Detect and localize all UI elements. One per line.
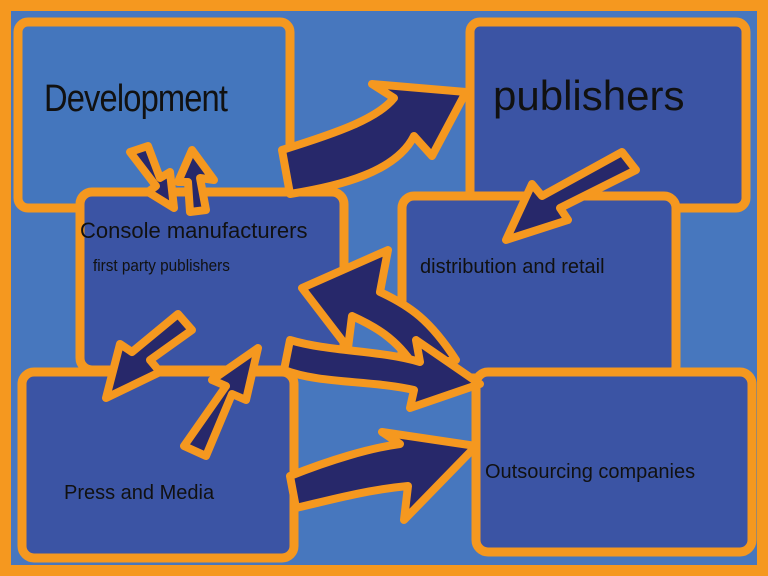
arrow-console-to-development	[174, 146, 218, 216]
node-press-label: Press and Media	[64, 482, 215, 504]
arrow-console-to-distribution	[280, 336, 484, 412]
node-console-sublabel: first party publishers	[93, 256, 230, 275]
arrow-development-to-publishers	[278, 80, 470, 198]
node-outsourcing-label: Outsourcing companies	[485, 461, 696, 483]
arrow-console-to-press	[102, 310, 196, 402]
arrow-publishers-to-distribution	[502, 148, 640, 244]
box-outsourcing	[471, 367, 757, 557]
arrow-development-to-console	[126, 142, 178, 212]
box-press	[17, 367, 299, 563]
arrow-press-to-console	[180, 344, 262, 460]
node-development-label: Development	[44, 78, 228, 120]
node-distribution-label: distribution and retail	[420, 256, 605, 278]
node-publishers-label: publishers	[493, 72, 685, 119]
arrow-press-to-outsourcing	[286, 428, 480, 524]
node-console-label: Console manufacturers	[80, 218, 308, 243]
